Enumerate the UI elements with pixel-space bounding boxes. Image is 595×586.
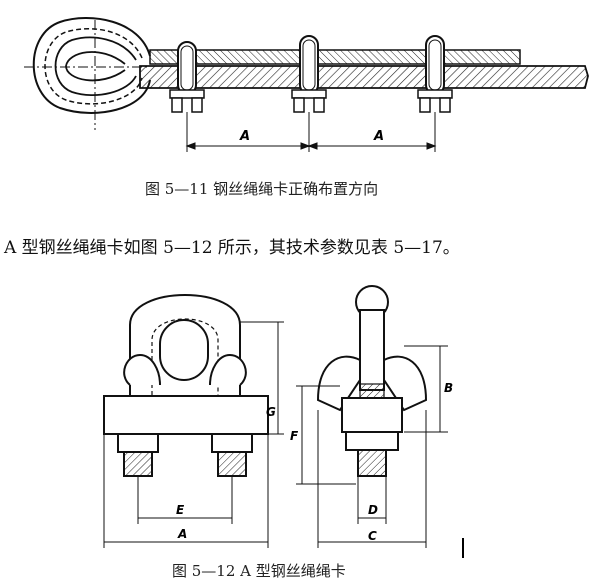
- dim-label-a: A: [177, 527, 187, 541]
- figure-2-caption: 图 5—12 A 型钢丝绳绳卡: [172, 562, 346, 580]
- dim-label-f: F: [290, 429, 299, 443]
- fig2-dimension-lines: [103, 321, 448, 548]
- dim-label-d: D: [368, 503, 378, 517]
- figure-wire-rope-clips-placement: A A: [24, 17, 589, 152]
- dim-label-g: G: [266, 405, 276, 419]
- dimension-lines: [185, 112, 437, 152]
- dim-label-e: E: [176, 503, 185, 517]
- dim-label-a-1: A: [239, 129, 250, 144]
- body-paragraph: A 型钢丝绳绳卡如图 5—12 所示，其技术参数见表 5—17。: [4, 238, 460, 258]
- rope-eye-thimble: [24, 17, 151, 130]
- clip-front-view: [103, 294, 269, 477]
- text-cursor: [462, 538, 464, 558]
- clip-side-view: [316, 285, 428, 477]
- dim-label-b: B: [444, 381, 453, 395]
- dim-label-a-2: A: [373, 129, 384, 144]
- dim-label-c: C: [368, 529, 377, 543]
- clamp-2: [291, 35, 327, 113]
- figure-1-caption: 图 5—11 钢丝绳绳卡正确布置方向: [145, 180, 379, 198]
- clamp-3: [417, 35, 453, 113]
- clamp-1: [169, 41, 205, 113]
